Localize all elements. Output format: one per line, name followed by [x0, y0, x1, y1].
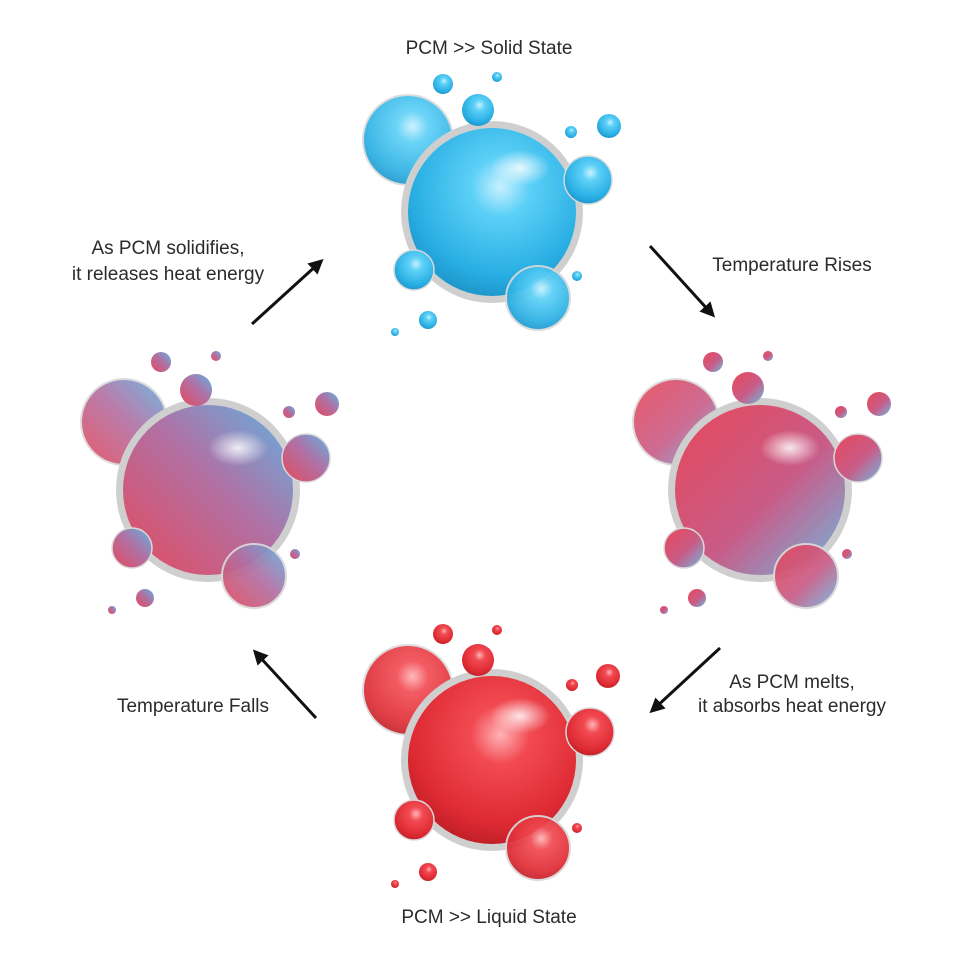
arrow-temperature-falls: [252, 649, 318, 720]
arrow-solidifies: [250, 258, 324, 326]
liquid-state-cluster: [362, 624, 620, 888]
temperature-falls-label: Temperature Falls: [117, 696, 269, 717]
temperature-rises-label: Temperature Rises: [712, 255, 871, 276]
arrow-melts: [649, 646, 722, 714]
solid-state-label: PCM >> Solid State: [406, 38, 573, 59]
liquid-state-label: PCM >> Liquid State: [401, 907, 576, 928]
solidifies-label-line2: it releases heat energy: [72, 264, 265, 285]
melts-label-line2: it absorbs heat energy: [698, 696, 887, 717]
solidifies-label-line1: As PCM solidifies,: [91, 238, 244, 259]
solid-state-cluster: [362, 72, 621, 336]
melts-label-line1: As PCM melts,: [729, 672, 855, 693]
melting-cluster: [632, 351, 891, 614]
solidifying-cluster: [80, 351, 339, 614]
arrow-temperature-rises: [648, 244, 716, 318]
